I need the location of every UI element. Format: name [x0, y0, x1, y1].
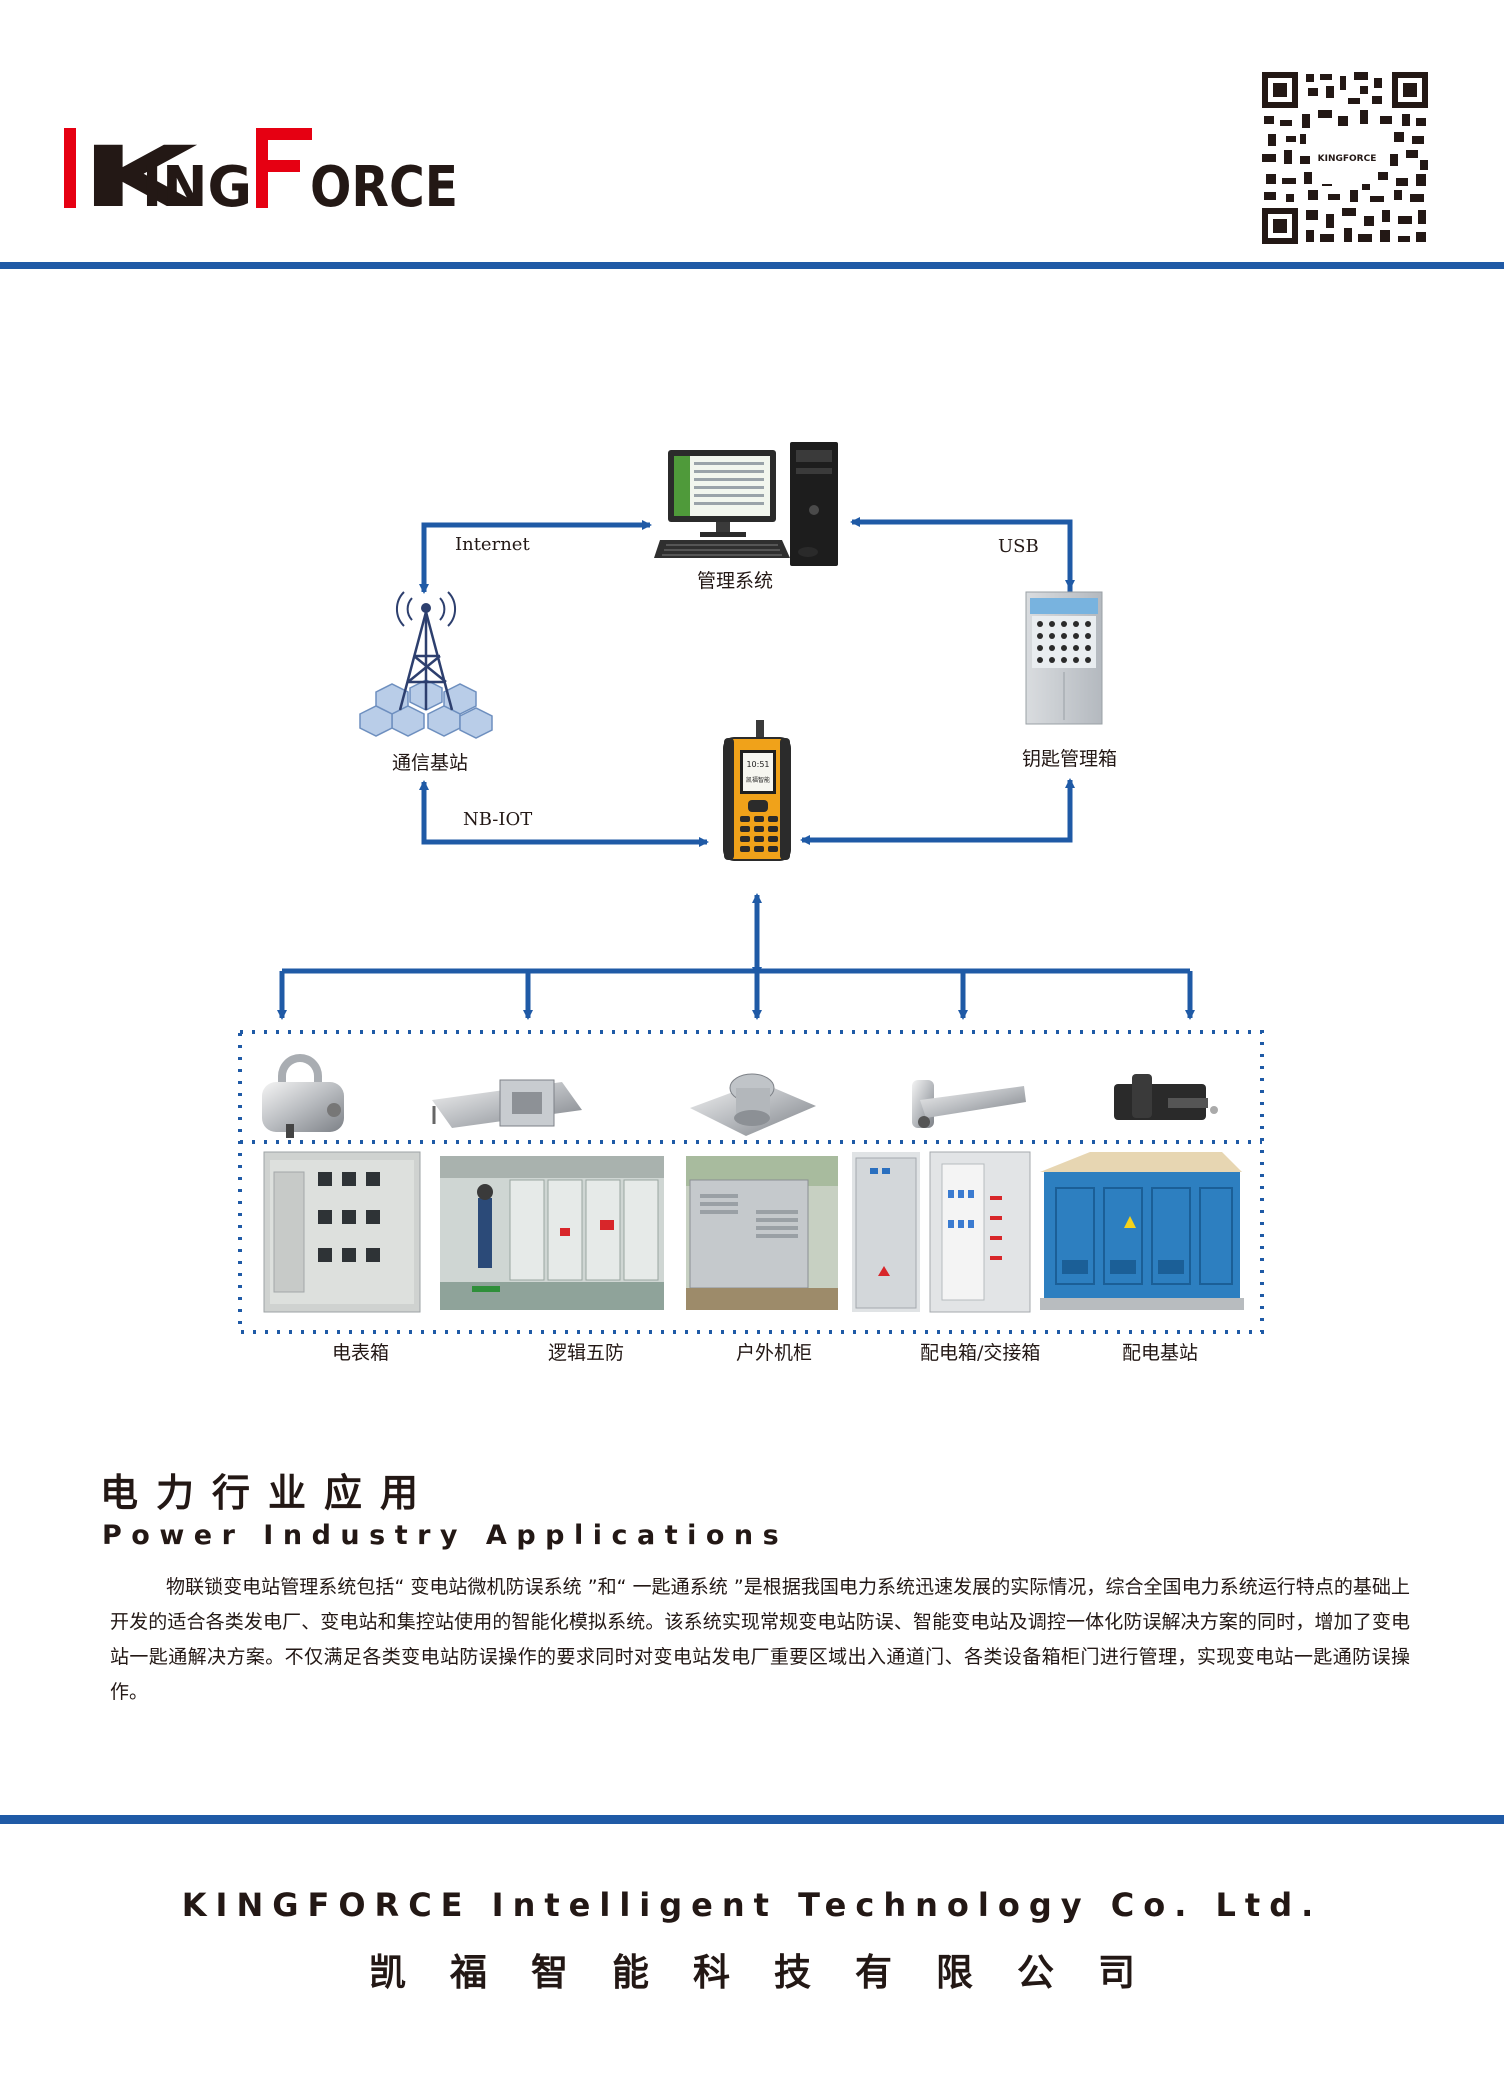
footer-divider	[0, 1815, 1504, 1824]
svg-text:ING: ING	[142, 155, 252, 220]
distribution-cabinet-image	[852, 1151, 1031, 1313]
rotary-lock-image	[690, 1073, 816, 1136]
nbiot-label: NB-IOT	[463, 809, 533, 830]
svg-text:K: K	[80, 128, 203, 226]
outdoor-cabinet-image	[686, 1156, 838, 1310]
section-subtitle: Power Industry Applications	[102, 1520, 789, 1551]
communication-tower	[359, 591, 493, 739]
key-box-label: 钥匙管理箱	[1022, 748, 1118, 770]
management-computer	[654, 442, 838, 566]
device-screen-time: 10:51	[746, 760, 769, 769]
handheld-key-device: 10:51 凯福智能	[723, 720, 791, 861]
category-label-distribution-box: 配电箱/交接箱	[920, 1342, 1041, 1364]
qr-logo-text: KINGFORCE	[1318, 154, 1377, 164]
system-diagram: 10:51 凯福智能	[0, 420, 1504, 1380]
company-name-cn: 凯福智能科技有限公司	[369, 1951, 1179, 1994]
company-name-en: KINGFORCE Intelligent Technology Co. Ltd…	[181, 1886, 1323, 1924]
internet-label: Internet	[455, 534, 530, 555]
section-body: 物联锁变电站管理系统包括“ 变电站微机防误系统 ”和“ 一匙通系统 ”是根据我国…	[110, 1576, 1410, 1703]
section-title: 电力行业应用	[100, 1471, 437, 1515]
header-divider	[0, 262, 1504, 269]
communication-tower-label: 通信基站	[392, 752, 469, 774]
category-label-outdoor-cabinet: 户外机柜	[736, 1342, 813, 1364]
diagram-graphics: 10:51 凯福智能	[238, 442, 1264, 1334]
cabinet-lock-plate-image	[432, 1079, 582, 1128]
category-label-distribution-substation: 配电基站	[1122, 1342, 1199, 1364]
black-handle-lock-image	[1114, 1074, 1218, 1120]
kingforce-logo: K ING ORCE	[64, 128, 458, 226]
category-label-meter-box: 电表箱	[332, 1342, 390, 1364]
usb-label: USB	[998, 536, 1039, 557]
svg-text:ORCE: ORCE	[310, 155, 458, 220]
qr-code: KINGFORCE	[1260, 70, 1430, 246]
device-screen-text: 凯福智能	[746, 776, 770, 784]
switchgear-room-image	[440, 1156, 664, 1310]
management-system-label: 管理系统	[697, 570, 774, 592]
padlock-image	[262, 1054, 344, 1138]
handle-lock-image	[912, 1080, 1026, 1128]
category-label-logic-five-prevention: 逻辑五防	[548, 1342, 625, 1364]
key-management-box	[1025, 591, 1103, 725]
distribution-substation-image	[1040, 1152, 1244, 1310]
meter-box-image	[263, 1151, 421, 1313]
